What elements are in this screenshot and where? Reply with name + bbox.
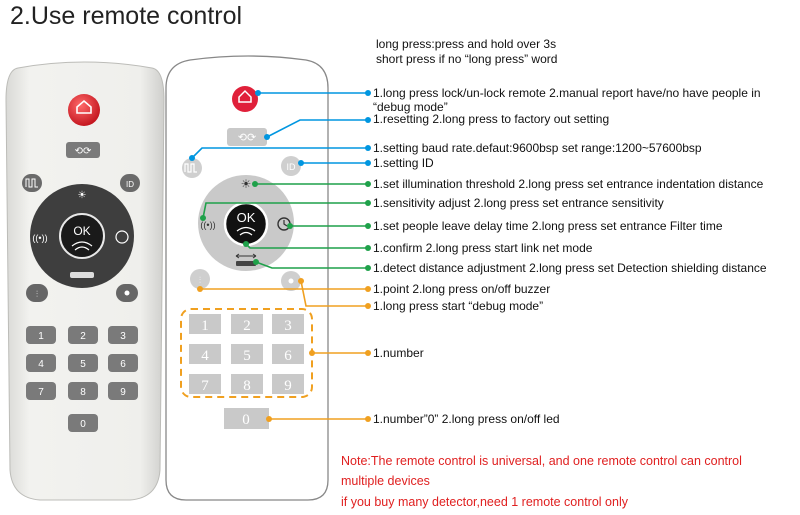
svg-text:⟲⟳: ⟲⟳ — [238, 132, 256, 144]
svg-text:2: 2 — [80, 331, 86, 342]
id-button-label: ID — [126, 180, 134, 189]
svg-text:4: 4 — [38, 359, 44, 370]
svg-text:7: 7 — [38, 387, 44, 398]
callout-number: 1.number — [373, 346, 424, 360]
svg-text:⟲⟳: ⟲⟳ — [75, 146, 92, 157]
svg-text:0: 0 — [80, 419, 86, 430]
diagram-sun-icon: ☀ — [241, 177, 252, 191]
callout-dot: 1.long press start “debug mode” — [373, 299, 544, 313]
eq-button — [26, 284, 48, 302]
diagram-wifi-icon — [236, 226, 256, 236]
callout-clock: 1.set people leave delay time 2.long pre… — [373, 219, 723, 233]
callout-line-sensitivity — [202, 202, 368, 219]
svg-text:8: 8 — [243, 378, 251, 394]
id-button — [120, 174, 140, 192]
callout-ok: 1.confirm 2.long press start link net mo… — [373, 241, 593, 255]
legend-short-press: short press if no “long press” word — [376, 52, 558, 66]
svg-text:1: 1 — [38, 331, 44, 342]
svg-text:6: 6 — [284, 348, 292, 364]
callout-sun: 1.set illumination threshold 2.long pres… — [373, 177, 764, 191]
svg-text:9: 9 — [120, 387, 126, 398]
callout-dots — [189, 90, 371, 422]
callout-id: 1.setting ID — [373, 156, 434, 170]
photo-number-pad: 1 2 3 4 5 6 7 8 9 0 — [26, 326, 138, 432]
diagram-reset-icon: ⟲⟳ — [227, 128, 267, 146]
svg-text:7: 7 — [201, 378, 209, 394]
svg-text:((•)): ((•)) — [32, 233, 47, 243]
svg-text:5: 5 — [243, 348, 251, 364]
svg-text:6: 6 — [120, 359, 126, 370]
page-title: 2.Use remote control — [10, 2, 243, 30]
callout-line-distance — [255, 261, 368, 269]
svg-text:ID: ID — [287, 162, 297, 172]
diagram-zero-button — [224, 408, 269, 429]
diagram-sensitivity-icon: ((•)) — [200, 220, 215, 230]
home-icon — [68, 94, 100, 126]
diagram-distance-icon — [235, 253, 257, 266]
callout-reset: 1.resetting 2.long press to factory out … — [373, 112, 610, 126]
svg-text:⫶: ⫶ — [199, 275, 201, 285]
callout-home: 1.long press lock/un-lock remote 2.manua… — [373, 86, 761, 114]
ok-button — [59, 213, 105, 259]
svg-text:9: 9 — [284, 378, 292, 394]
svg-text:4: 4 — [201, 348, 209, 364]
callout-eq: 1.point 2.long press on/off buzzer — [373, 282, 551, 296]
callout-lines — [191, 92, 368, 420]
legend-long-press: long press:press and hold over 3s — [376, 37, 557, 51]
callout-zero: 1.number”0” 2.long press on/off led — [373, 412, 560, 426]
callout-line-reset — [266, 119, 368, 138]
callout-line-dot — [300, 280, 368, 307]
reset-button — [66, 142, 100, 158]
note-line-2: multiple devices — [341, 474, 430, 488]
callout-pulse: 1.setting baud rate.defaut:9600bsp set r… — [373, 141, 702, 155]
diagram-dot-icon — [281, 271, 301, 291]
note-line-3: if you buy many detector,need 1 remote c… — [341, 495, 628, 509]
svg-text:8: 8 — [80, 387, 86, 398]
svg-text:☀: ☀ — [78, 190, 87, 201]
svg-text:⫶: ⫶ — [36, 289, 38, 299]
diagram-home-icon — [232, 86, 258, 112]
remote-diagram: ⟲⟳ ID ☀ ((•)) OK ⫶ — [165, 55, 371, 501]
diagram-pulse-icon — [182, 158, 202, 178]
remote-photo: ⟲⟳ ID OK ☀ ((•)) ⫶ 1 2 3 4 5 6 7 8 9 0 — [5, 61, 165, 501]
diagram-id-icon: ID — [281, 156, 301, 176]
svg-text:3: 3 — [284, 318, 292, 334]
svg-text:2: 2 — [243, 318, 251, 334]
svg-text:0: 0 — [242, 412, 250, 428]
svg-text:1: 1 — [201, 318, 209, 334]
callout-sensitivity: 1.sensitivity adjust 2.long press set en… — [373, 196, 664, 210]
note-line-1: Note:The remote control is universal, an… — [341, 454, 742, 468]
svg-text:5: 5 — [80, 359, 86, 370]
callout-distance: 1.detect distance adjustment 2.long pres… — [373, 261, 767, 275]
diagram-eq-icon: ⫶ — [190, 269, 210, 289]
diagram-number-pad: 1 2 3 4 5 6 7 8 9 0 — [189, 314, 304, 429]
ok-label: OK — [73, 224, 90, 238]
svg-text:3: 3 — [120, 331, 126, 342]
callout-line-pulse — [191, 147, 368, 159]
diagram-ok-label: OK — [237, 210, 256, 225]
